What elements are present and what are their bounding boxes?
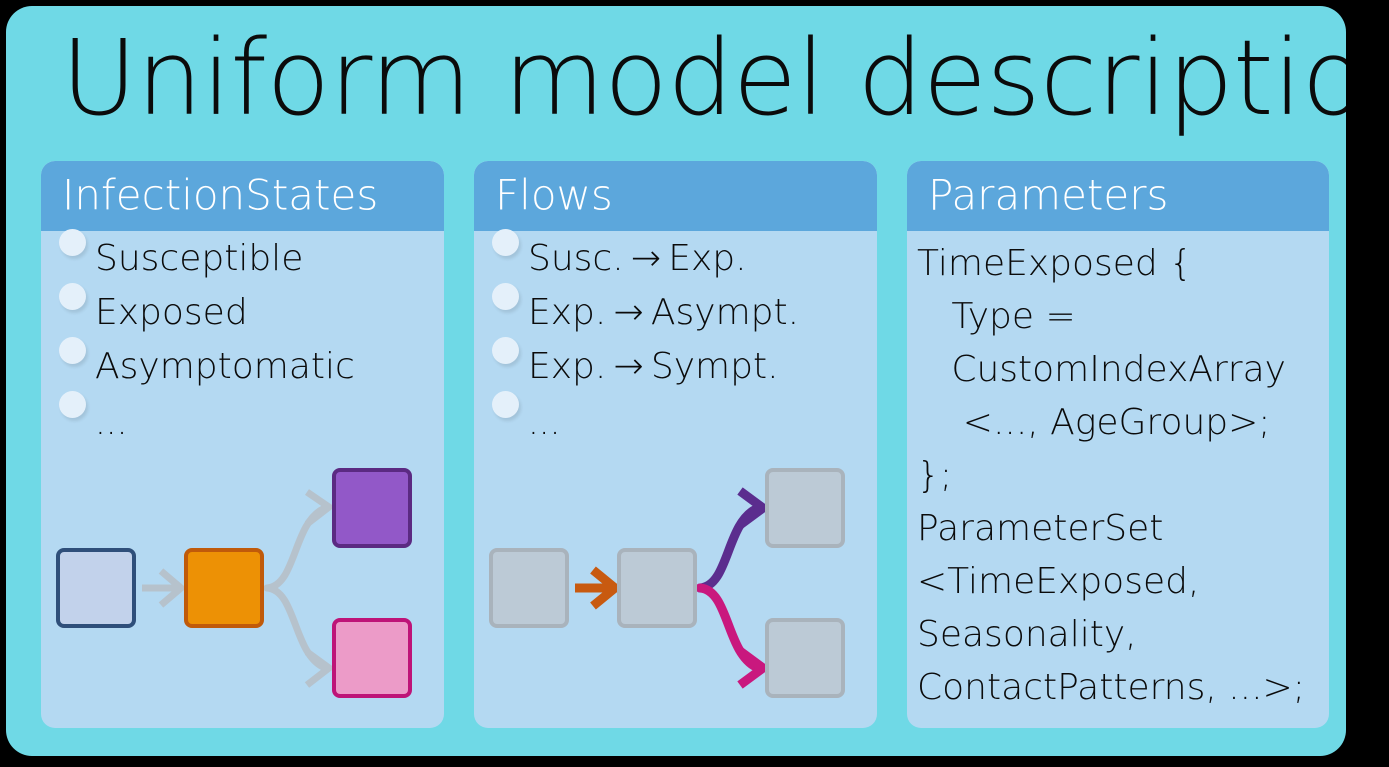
- parameters-code-block: TimeExposed { Type = CustomIndexArray <.…: [917, 237, 1321, 714]
- code-line: ContactPatterns, ...>;: [917, 667, 1305, 708]
- bullet-icon: [492, 391, 519, 418]
- lower-branch-arrow: [263, 584, 335, 688]
- card-header-label: InfectionStates: [62, 170, 379, 220]
- list-item-label: ...: [95, 403, 128, 443]
- straight-arrow: [575, 566, 623, 610]
- list-item-ellipsis: ...: [41, 391, 444, 447]
- infection-states-arrows: [142, 489, 335, 688]
- code-line: CustomIndexArray: [917, 349, 1286, 390]
- infection-states-list: Susceptible Exposed Asymptomatic ...: [41, 229, 444, 447]
- lower-target-node: [332, 618, 412, 698]
- code-line: };: [917, 455, 953, 496]
- card-flows: Flows Susc. → Exp. Exp. → Asympt. Exp. →…: [474, 161, 877, 728]
- code-line: Seasonality,: [917, 614, 1137, 655]
- upper-target-node: [765, 468, 845, 548]
- list-item-label: Asymptomatic: [95, 346, 355, 387]
- slide-panel: Uniform model descriptions InfectionStat…: [6, 6, 1346, 756]
- flows-arrows: [575, 487, 771, 689]
- bullet-icon: [59, 229, 86, 256]
- infection-states-diagram: [41, 458, 444, 718]
- list-item: Exposed: [41, 283, 444, 339]
- card-header-flows: Flows: [474, 161, 877, 231]
- bullet-icon: [59, 391, 86, 418]
- upper-branch-arrow: [263, 489, 335, 592]
- card-header-parameters: Parameters: [907, 161, 1329, 231]
- list-item-label: Exp. → Asympt.: [528, 292, 800, 333]
- flows-diagram: [474, 458, 877, 718]
- list-item: Asymptomatic: [41, 337, 444, 393]
- code-line: Type =: [917, 296, 1076, 337]
- middle-node: [184, 548, 264, 628]
- source-node: [56, 548, 136, 628]
- card-parameters: Parameters TimeExposed { Type = CustomIn…: [907, 161, 1329, 728]
- lower-target-node: [765, 618, 845, 698]
- card-header-label: Parameters: [928, 170, 1169, 220]
- list-item: Susc. → Exp.: [474, 229, 877, 285]
- card-infection-states: InfectionStates Susceptible Exposed Asym…: [41, 161, 444, 728]
- card-header-label: Flows: [495, 170, 613, 220]
- list-item-label: Susc. → Exp.: [528, 238, 747, 279]
- bullet-icon: [492, 337, 519, 364]
- list-item: Susceptible: [41, 229, 444, 285]
- upper-target-node: [332, 468, 412, 548]
- list-item-ellipsis: ...: [474, 391, 877, 447]
- source-node: [489, 548, 569, 628]
- bullet-icon: [492, 283, 519, 310]
- page-title: Uniform model descriptions: [61, 17, 1346, 139]
- code-line: ParameterSet: [917, 508, 1164, 549]
- flows-list: Susc. → Exp. Exp. → Asympt. Exp. → Sympt…: [474, 229, 877, 447]
- middle-node: [617, 548, 697, 628]
- lower-branch-arrow: [695, 583, 771, 689]
- list-item-label: ...: [528, 403, 561, 443]
- bullet-icon: [59, 283, 86, 310]
- list-item-label: Exp. → Sympt.: [528, 346, 779, 387]
- code-line: <TimeExposed,: [917, 561, 1200, 602]
- code-line: <..., AgeGroup>;: [917, 402, 1271, 443]
- list-item: Exp. → Asympt.: [474, 283, 877, 339]
- list-item-label: Exposed: [95, 292, 248, 333]
- code-line: TimeExposed {: [917, 243, 1193, 284]
- upper-branch-arrow: [695, 487, 771, 593]
- bullet-icon: [492, 229, 519, 256]
- straight-arrow: [142, 568, 187, 608]
- list-item-label: Susceptible: [95, 238, 304, 279]
- list-item: Exp. → Sympt.: [474, 337, 877, 393]
- card-header-infection-states: InfectionStates: [41, 161, 444, 231]
- bullet-icon: [59, 337, 86, 364]
